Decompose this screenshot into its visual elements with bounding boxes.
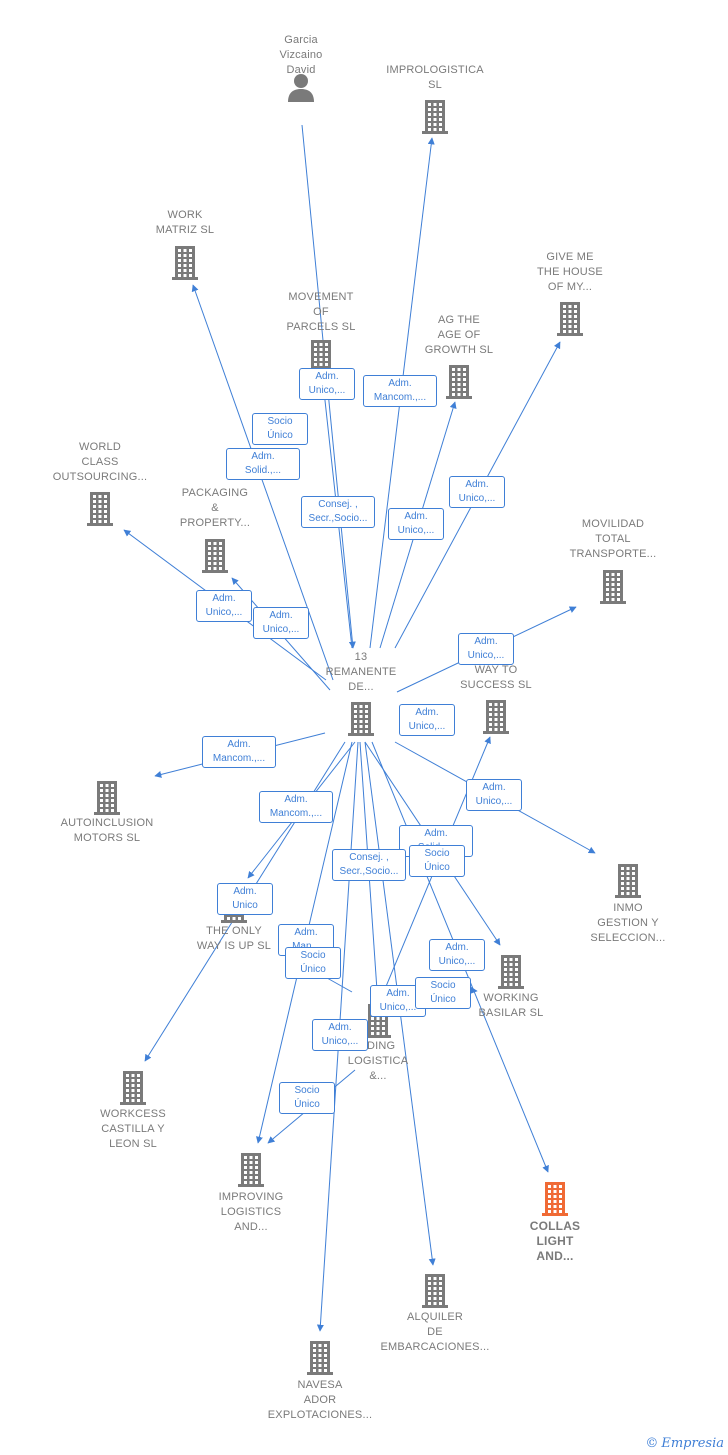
edge-label[interactable]: Adm. Unico <box>217 883 273 915</box>
copyright-symbol: © <box>645 1436 659 1451</box>
building-icon[interactable] <box>84 490 116 526</box>
edge-label[interactable]: Adm. Solid.,... <box>226 448 300 480</box>
node-label-workcess[interactable]: WORKCESS CASTILLA Y LEON SL <box>100 1108 166 1150</box>
edge-label[interactable]: Adm. Unico,... <box>299 368 355 400</box>
building-icon[interactable] <box>480 698 512 734</box>
edge-label[interactable]: Adm. Unico,... <box>312 1019 368 1051</box>
node-label-movilidad[interactable]: MOVILIDAD TOTAL TRANSPORTE... <box>569 518 657 560</box>
building-icon[interactable] <box>443 363 475 399</box>
building-icon[interactable] <box>419 98 451 134</box>
building-icon[interactable] <box>554 300 586 336</box>
building-icon[interactable] <box>304 1339 336 1375</box>
edge-label[interactable]: Consej. , Secr.,Socio... <box>332 849 406 881</box>
building-icon[interactable] <box>91 779 123 815</box>
edge-label[interactable]: Adm. Unico,... <box>399 704 455 736</box>
edge-label[interactable]: Adm. Unico,... <box>449 476 505 508</box>
building-icon[interactable] <box>235 1151 267 1187</box>
node-label-improl[interactable]: IMPROLOGISTICA SL <box>386 64 484 91</box>
node-label-autoinclusion[interactable]: AUTOINCLUSION MOTORS SL <box>60 817 154 844</box>
building-icon[interactable] <box>419 1272 451 1308</box>
edge-label[interactable]: Adm. Unico,... <box>466 779 522 811</box>
node-label-collas[interactable]: COLLAS LIGHT AND... <box>529 1219 581 1263</box>
node-label-navesa[interactable]: NAVESA ADOR EXPLOTACIONES... <box>267 1379 373 1421</box>
edge-line <box>191 284 334 681</box>
building-icon[interactable] <box>495 953 527 989</box>
node-label-giveme[interactable]: GIVE ME THE HOUSE OF MY... <box>537 251 603 293</box>
node-label-center[interactable]: 13 REMANENTE DE... <box>325 651 397 693</box>
edge-label[interactable]: Socio Único <box>279 1082 335 1114</box>
building-icon[interactable] <box>345 700 377 736</box>
brand-name: Empresia <box>661 1436 724 1451</box>
node-label-worldclass[interactable]: WORLD CLASS OUTSOURCING... <box>52 441 148 483</box>
footer-brand[interactable]: ©Empresia <box>645 1436 724 1451</box>
node-label-agthe[interactable]: AG THE AGE OF GROWTH SL <box>424 314 494 356</box>
edge-label[interactable]: Adm. Unico,... <box>253 607 309 639</box>
edge-label[interactable]: Consej. , Secr.,Socio... <box>301 496 375 528</box>
node-label-packaging[interactable]: PACKAGING & PROPERTY... <box>179 487 251 529</box>
edge-label[interactable]: Adm. Mancom.,... <box>363 375 437 407</box>
edge-label[interactable]: Adm. Unico,... <box>458 633 514 665</box>
building-icon[interactable] <box>539 1180 571 1216</box>
node-label-person[interactable]: Garcia Vizcaino David <box>279 34 323 76</box>
edge-label[interactable]: Adm. Unico,... <box>196 590 252 622</box>
node-label-holding[interactable]: LDING LOGISTICA &... <box>347 1040 409 1082</box>
node-label-improving[interactable]: IMPROVING LOGISTICS AND... <box>218 1191 284 1233</box>
edge-label[interactable]: Adm. Unico,... <box>388 508 444 540</box>
node-label-inmo[interactable]: INMO GESTION Y SELECCION... <box>590 902 666 944</box>
building-icon[interactable] <box>169 244 201 280</box>
building-icon[interactable] <box>597 568 629 604</box>
edge-label[interactable]: Socio Único <box>285 947 341 979</box>
node-label-theonly[interactable]: THE ONLY WAY IS UP SL <box>196 925 272 952</box>
edge-label[interactable]: Adm. Mancom.,... <box>202 736 276 768</box>
building-icon[interactable] <box>612 862 644 898</box>
node-label-workingbasilar[interactable]: WORKING BASILAR SL <box>478 992 544 1019</box>
node-label-alquiler[interactable]: ALQUILER DE EMBARCACIONES... <box>380 1311 490 1353</box>
person-icon[interactable] <box>285 70 317 106</box>
edge-label[interactable]: Socio Único <box>252 413 308 445</box>
building-icon[interactable] <box>199 537 231 573</box>
edge-label[interactable]: Adm. Unico,... <box>429 939 485 971</box>
node-label-workmatriz[interactable]: WORK MATRIZ SL <box>155 209 215 236</box>
node-label-movement[interactable]: MOVEMENT OF PARCELS SL <box>286 291 356 333</box>
edge-label[interactable]: Adm. Mancom.,... <box>259 791 333 823</box>
edge-label[interactable]: Socio Único <box>415 977 471 1009</box>
edge-label[interactable]: Socio Único <box>409 845 465 877</box>
building-icon[interactable] <box>117 1069 149 1105</box>
